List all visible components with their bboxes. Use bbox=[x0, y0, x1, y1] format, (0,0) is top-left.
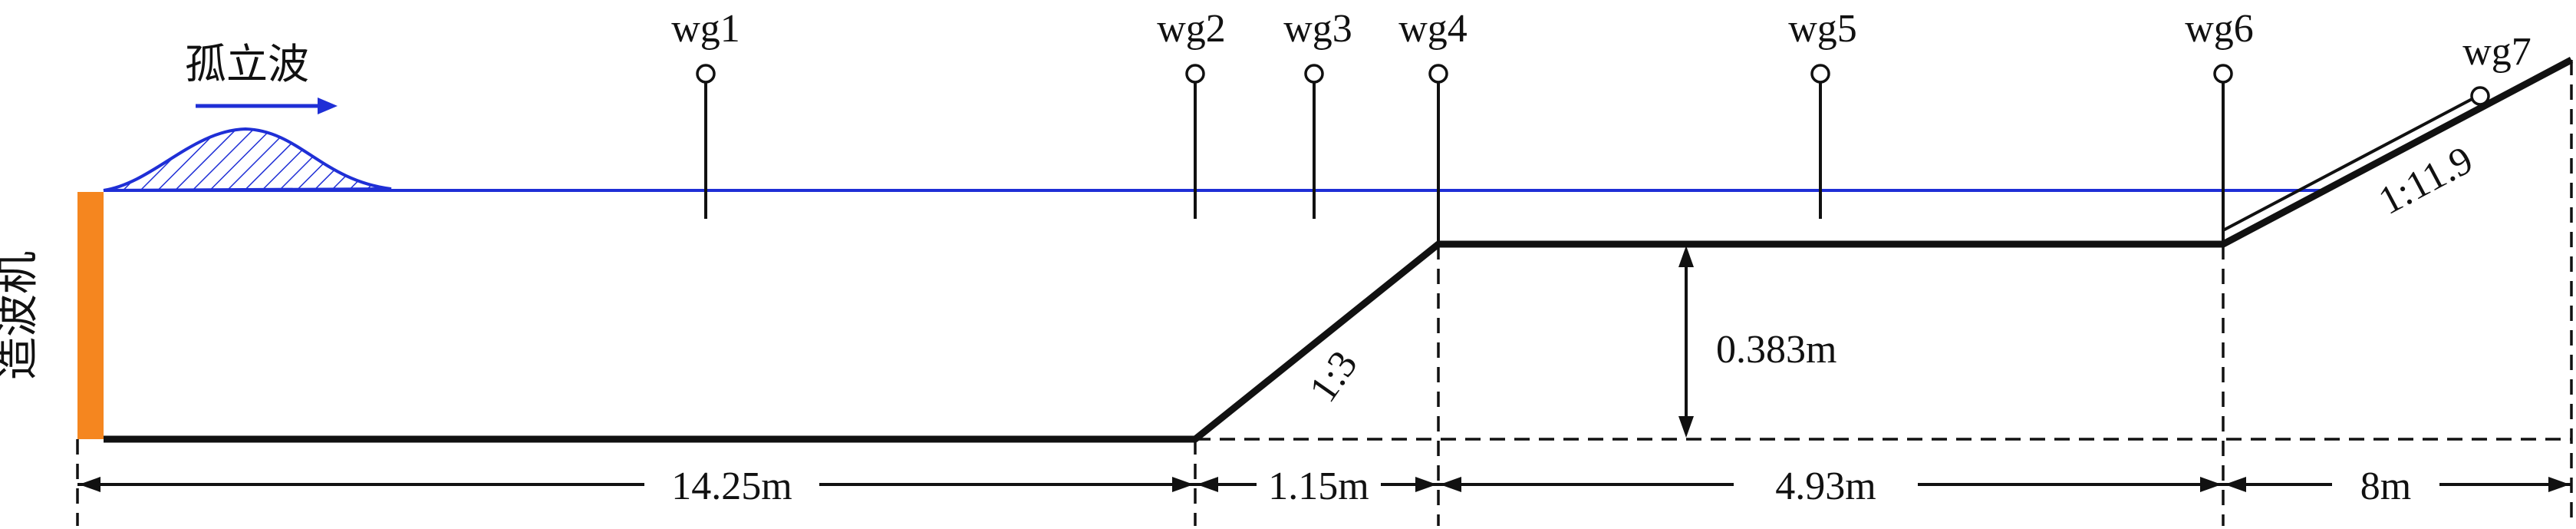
gauge-wg1: wg1 bbox=[671, 7, 740, 219]
dimension-label: 8m bbox=[2360, 465, 2411, 508]
dimension-chain: 14.25m 1.15m 4.93m 8m bbox=[77, 465, 2571, 508]
wavemaker-label: 造波机 bbox=[0, 251, 43, 380]
gauge-wg7: wg7 bbox=[2462, 30, 2532, 106]
wave-direction-arrowhead bbox=[318, 98, 338, 114]
gauge-label: wg3 bbox=[1283, 7, 1352, 51]
gauge-label: wg4 bbox=[1398, 7, 1468, 51]
height-arrow-top bbox=[1678, 246, 1694, 267]
gauge-wg5: wg5 bbox=[1788, 7, 1857, 219]
slope-right-label: 1:11.9 bbox=[2372, 138, 2480, 223]
solitary-wave bbox=[103, 127, 392, 192]
gauge-label: wg5 bbox=[1788, 7, 1857, 51]
dimension-label: 14.25m bbox=[671, 465, 792, 508]
slope-left-label: 1:3 bbox=[1301, 343, 1366, 410]
dimension-label: 4.93m bbox=[1775, 465, 1876, 508]
step-height-label: 0.383m bbox=[1716, 328, 1836, 372]
dimension-label: 1.15m bbox=[1268, 465, 1369, 508]
slope-surface-line bbox=[2222, 94, 2479, 232]
gauge-wg2: wg2 bbox=[1157, 7, 1226, 219]
wavemaker-paddle bbox=[77, 192, 104, 439]
gauge-wg3: wg3 bbox=[1283, 7, 1352, 219]
wave-label: 孤立波 bbox=[185, 40, 309, 88]
gauge-label: wg1 bbox=[671, 7, 740, 51]
gauge-label: wg2 bbox=[1157, 7, 1226, 51]
gauge-wg6: wg6 bbox=[2185, 7, 2254, 244]
gauge-label: wg7 bbox=[2462, 30, 2532, 74]
gauge-wg4: wg4 bbox=[1398, 7, 1468, 244]
height-arrow-bottom bbox=[1678, 416, 1694, 438]
gauge-label: wg6 bbox=[2185, 7, 2254, 51]
